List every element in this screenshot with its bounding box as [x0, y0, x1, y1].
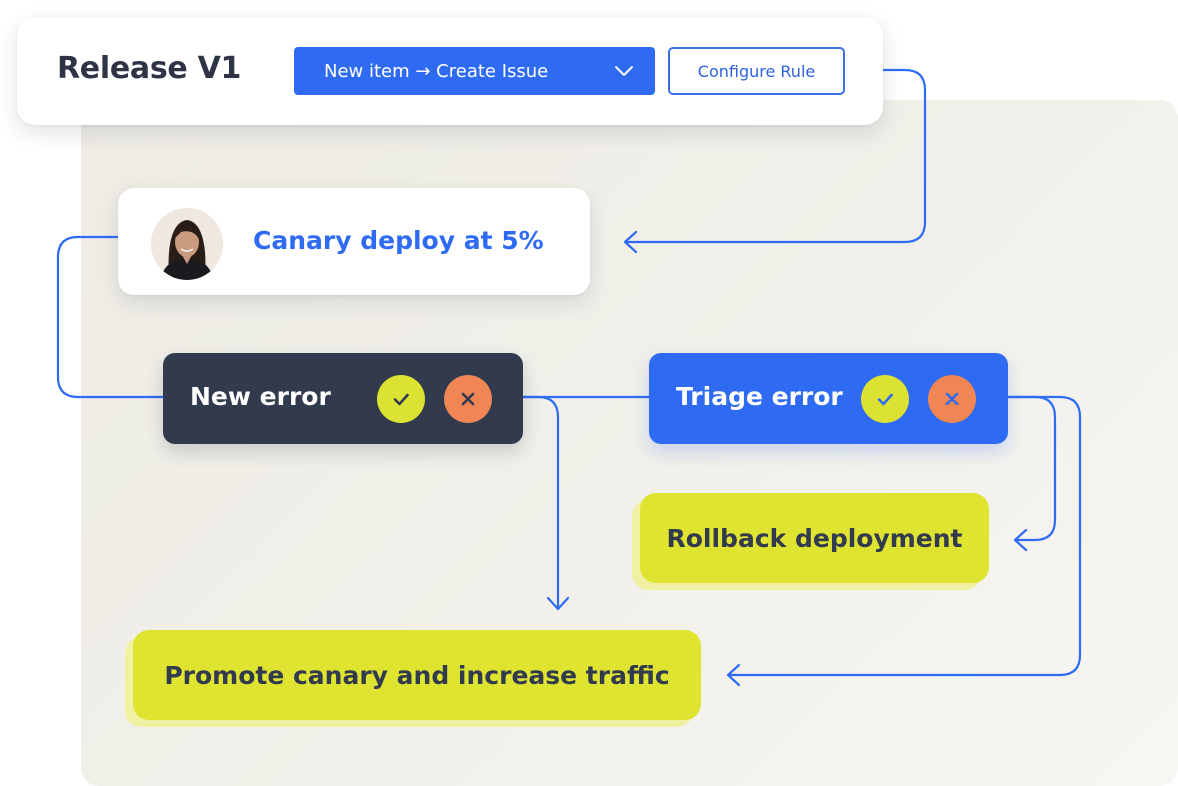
close-icon [945, 392, 959, 406]
release-header-card: Release V1 New item → Create Issue Confi… [17, 17, 883, 125]
triage-error-label: Triage error [676, 382, 843, 411]
arrowhead-rollback [1013, 528, 1028, 552]
promote-canary-label: Promote canary and increase traffic [164, 660, 670, 690]
new-error-reject-button[interactable] [444, 375, 492, 423]
connector-triage-to-promote [727, 395, 1082, 677]
arrowhead-promote-right [726, 663, 741, 687]
canary-deploy-node[interactable]: Canary deploy at 5% [118, 188, 590, 295]
canary-deploy-label: Canary deploy at 5% [253, 226, 544, 255]
rollback-deployment-label: Rollback deployment [666, 523, 963, 553]
connector-new-error-to-promote [521, 395, 560, 610]
rule-select-value: New item → Create Issue [324, 60, 549, 82]
triage-error-approve-button[interactable] [861, 375, 909, 423]
new-error-label: New error [190, 382, 331, 411]
connector-header-to-canary [624, 68, 927, 244]
promote-node-body [133, 630, 701, 720]
check-icon [877, 393, 893, 406]
close-icon [461, 392, 475, 406]
rollback-deployment-node[interactable]: Rollback deployment [632, 493, 989, 590]
connector-canary-to-new-error [56, 235, 165, 399]
configure-rule-button[interactable]: Configure Rule [668, 47, 845, 95]
connector-triage-to-rollback [1006, 395, 1057, 542]
rollback-node-body [640, 493, 989, 583]
triage-error-reject-button[interactable] [928, 375, 976, 423]
check-icon [393, 393, 409, 406]
promote-canary-node[interactable]: Promote canary and increase traffic [125, 630, 701, 727]
rule-select-dropdown[interactable]: New item → Create Issue [294, 47, 655, 95]
new-error-node[interactable]: New error [163, 353, 523, 444]
triage-error-node[interactable]: Triage error [649, 353, 1008, 444]
chevron-down-icon [615, 66, 633, 76]
arrowhead-promote-top [546, 596, 570, 611]
person-avatar [151, 208, 223, 280]
page-title: Release V1 [57, 51, 242, 86]
new-error-approve-button[interactable] [377, 375, 425, 423]
arrowhead-canary [623, 230, 638, 254]
